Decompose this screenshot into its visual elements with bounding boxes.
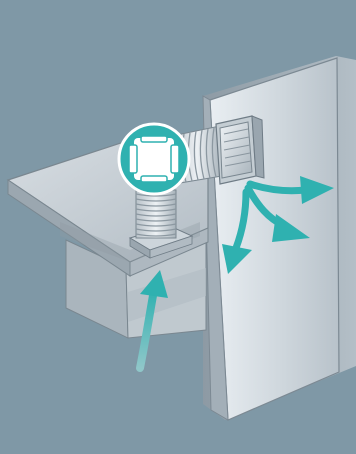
highlight-badge	[119, 124, 189, 194]
flex-duct-vertical	[136, 190, 176, 238]
wall-vent-cap	[216, 116, 264, 184]
vent-connector-icon	[129, 136, 179, 182]
